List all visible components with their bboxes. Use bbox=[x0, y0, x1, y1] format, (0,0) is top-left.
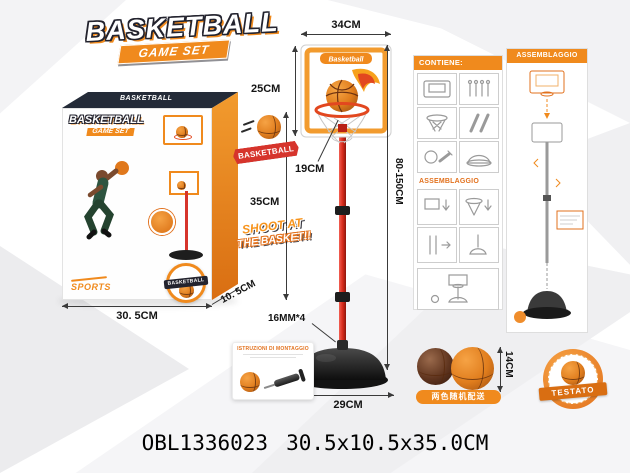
player-icon bbox=[84, 161, 129, 240]
product-code: OBL1336023 bbox=[141, 431, 269, 455]
mini-backboard-icon bbox=[169, 171, 199, 195]
brand-badge: BASKETBALL bbox=[163, 263, 209, 303]
contents-item-cell bbox=[417, 107, 457, 139]
box-height-arrow bbox=[283, 112, 289, 300]
hoop-graphic-icon bbox=[163, 115, 203, 145]
pole-step-icon bbox=[429, 235, 451, 255]
box-top-face: BASKETBALL bbox=[62, 92, 238, 108]
mini-badge-icon bbox=[149, 209, 175, 235]
basketball-icon bbox=[451, 347, 494, 390]
backboard-step-icon bbox=[424, 198, 450, 211]
box-height-label: 35CM bbox=[250, 196, 280, 208]
base-width-label: 29CM bbox=[333, 399, 363, 411]
pump-handle bbox=[298, 368, 306, 383]
rim bbox=[314, 102, 370, 132]
box-side-face bbox=[212, 92, 238, 300]
backboard-height-label: 25CM bbox=[251, 83, 281, 95]
inset-text-line bbox=[250, 357, 296, 358]
color-note-banner: 两色随机配送 bbox=[416, 390, 501, 404]
assembly-final-cell bbox=[417, 268, 499, 310]
basketball-icon bbox=[257, 115, 281, 139]
color-note-label: 两色随机配送 bbox=[431, 392, 486, 401]
assembly-note bbox=[556, 210, 584, 230]
contents-item-cell bbox=[459, 73, 499, 105]
box-front-title: BASKETBALL bbox=[69, 114, 144, 126]
basketball-icon bbox=[240, 372, 260, 392]
base-icon bbox=[466, 154, 492, 167]
pole-height-label: 80-150CM bbox=[393, 158, 404, 205]
base bbox=[296, 340, 388, 389]
basketball-dark-icon bbox=[417, 348, 454, 385]
assembly-header: ASSEMBLAGGIO bbox=[507, 49, 587, 63]
product-dimensions: 30.5x10.5x35.0CM bbox=[286, 431, 489, 455]
assembly-step-cell bbox=[417, 189, 457, 225]
screw-label: 16MM*4 bbox=[268, 313, 306, 324]
assembly-panel: ASSEMBLAGGIO bbox=[506, 48, 588, 333]
contents-item-cell bbox=[417, 73, 457, 105]
testato-badge: TESTATO bbox=[538, 349, 608, 409]
motion-lines-icon bbox=[240, 127, 252, 133]
ball-diameter-arrow bbox=[497, 347, 503, 392]
backboard-width-arrow bbox=[301, 31, 391, 37]
backboard-width-label: 34CM bbox=[331, 19, 361, 31]
motion-lines-icon bbox=[242, 119, 255, 126]
rim-diameter-label: 19CM bbox=[295, 163, 325, 175]
assembly-step-cell bbox=[459, 227, 499, 263]
full-stand-icon bbox=[430, 274, 468, 304]
box-width-arrow bbox=[62, 303, 212, 309]
contents-items bbox=[414, 70, 502, 176]
ball-diameter-label: 14CM bbox=[503, 351, 514, 378]
product-code-line: OBL1336023 30.5x10.5x35.0CM bbox=[0, 431, 630, 455]
basketball-icon bbox=[177, 181, 186, 190]
instructions-inset: ISTRUZIONI DI MONTAGGIO bbox=[232, 342, 314, 400]
contents-panel: CONTIENE: ASSEMBLAGGIO bbox=[413, 55, 503, 310]
contents-assembly-label: ASSEMBLAGGIO bbox=[419, 178, 479, 185]
assembly-step-cell bbox=[417, 227, 457, 263]
rim-net-step-icon bbox=[465, 197, 492, 216]
basketball-icon bbox=[561, 361, 585, 385]
pump-icon bbox=[261, 365, 310, 396]
backboard-icon bbox=[423, 80, 451, 98]
box-front-face: BASKETBALL GAME SET SPORTS bbox=[62, 108, 212, 300]
pole bbox=[335, 128, 350, 358]
inset-title: ISTRUZIONI DI MONTAGGIO bbox=[237, 346, 309, 352]
base-step-icon bbox=[469, 234, 487, 255]
assembly-step-cell bbox=[459, 189, 499, 225]
mini-pole-icon bbox=[185, 191, 188, 253]
contents-item-cell bbox=[459, 107, 499, 139]
basketball-in-rim bbox=[325, 79, 359, 113]
box-front-subtitle: GAME SET bbox=[86, 128, 135, 136]
brand-logo: BASKETBALL GAME SET bbox=[85, 7, 279, 66]
mini-base-icon bbox=[169, 250, 203, 260]
base-width-arrow bbox=[302, 392, 394, 398]
assembly-diagram bbox=[514, 70, 584, 323]
pump-body bbox=[273, 372, 301, 388]
inset-text-line bbox=[243, 354, 303, 355]
backboard-height-arrow bbox=[292, 46, 298, 136]
pole-icon bbox=[469, 113, 490, 133]
pole-height-arrow bbox=[384, 45, 390, 370]
basketball-icon bbox=[176, 126, 188, 138]
rim-net-icon bbox=[426, 114, 448, 132]
backboard-brand-text: Basketball bbox=[328, 57, 364, 64]
pump-needle bbox=[263, 383, 275, 389]
basketball-stand-graphic: Basketball bbox=[296, 44, 392, 389]
ball-pump-icon bbox=[424, 150, 453, 164]
box-width-label: 30. 5CM bbox=[116, 310, 158, 322]
box-top-label: BASKETBALL bbox=[120, 95, 173, 102]
screws-icon bbox=[467, 79, 491, 97]
contents-item-cell bbox=[459, 141, 499, 173]
contents-item-cell bbox=[417, 141, 457, 173]
sports-label: SPORTS bbox=[71, 282, 111, 292]
contents-header: CONTIENE: bbox=[414, 56, 502, 70]
assembly-steps bbox=[414, 186, 502, 266]
